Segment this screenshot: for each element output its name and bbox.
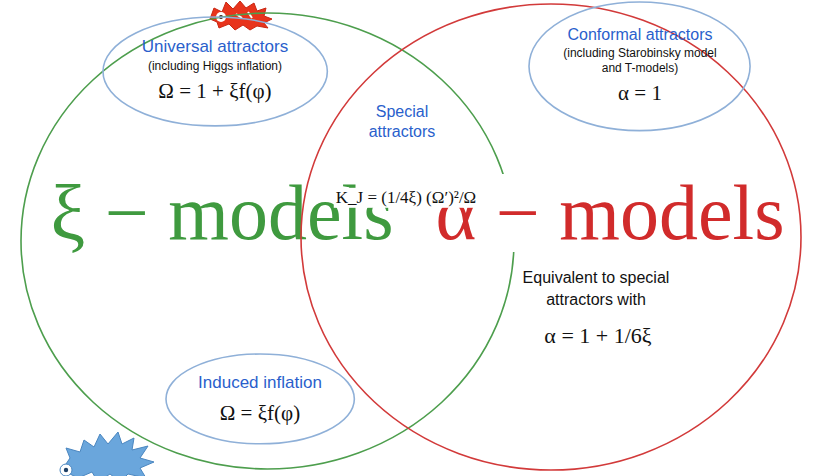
attractor-note: (including Starobinsky model and T-model…: [556, 46, 724, 75]
outline-shape: [165, 353, 355, 445]
attractor-title: Universal attractors: [142, 37, 288, 57]
attractor-ellipse: Universal attractors (including Higgs inf…: [102, 16, 328, 127]
blue-doodle: [60, 432, 154, 476]
attractor-ellipse: Conformal attractors (including Starobins…: [528, 1, 751, 132]
formula: Ω = 1 + ξf(φ): [158, 79, 271, 104]
ellipse-content: Conformal attractors (including Starobins…: [556, 26, 724, 106]
region-label: Special attractors: [354, 102, 450, 142]
text-slot: α − models: [432, 174, 787, 252]
attractor-ellipse: Induced inflation Ω = ξf(φ): [165, 353, 355, 445]
text-slot: Equivalent to special attractors with: [496, 267, 696, 311]
text-slot: ξ − models: [47, 174, 396, 252]
set-circle: α − modelsEquivalent to special attracto…: [300, 3, 802, 471]
text-slot: α = 1 + 1/6ξ: [544, 323, 651, 349]
ellipse-content: Induced inflation Ω = ξf(φ): [180, 373, 340, 426]
ellipse-content: Universal attractors (including Higgs inf…: [130, 37, 300, 104]
formula: α = 1 + 1/6ξ: [544, 323, 651, 349]
label-slot: Special attractors: [354, 102, 450, 142]
red-doodle: [210, 1, 272, 30]
formula: α = 1: [618, 81, 662, 106]
set-title: ξ − models: [47, 174, 396, 252]
formula: K_J = (1/4ξ) (Ω′)²/Ω: [334, 188, 478, 208]
attractor-title: Induced inflation: [198, 373, 322, 393]
formula: Ω = ξf(φ): [220, 400, 300, 425]
set-title: α − models: [432, 174, 787, 252]
note-text: Equivalent to special attractors with: [496, 267, 696, 311]
attractor-title: Conformal attractors: [568, 26, 713, 44]
label-slot: K_J = (1/4ξ) (Ω′)²/Ω: [334, 188, 478, 208]
attractor-note: (including Higgs inflation): [148, 59, 282, 73]
